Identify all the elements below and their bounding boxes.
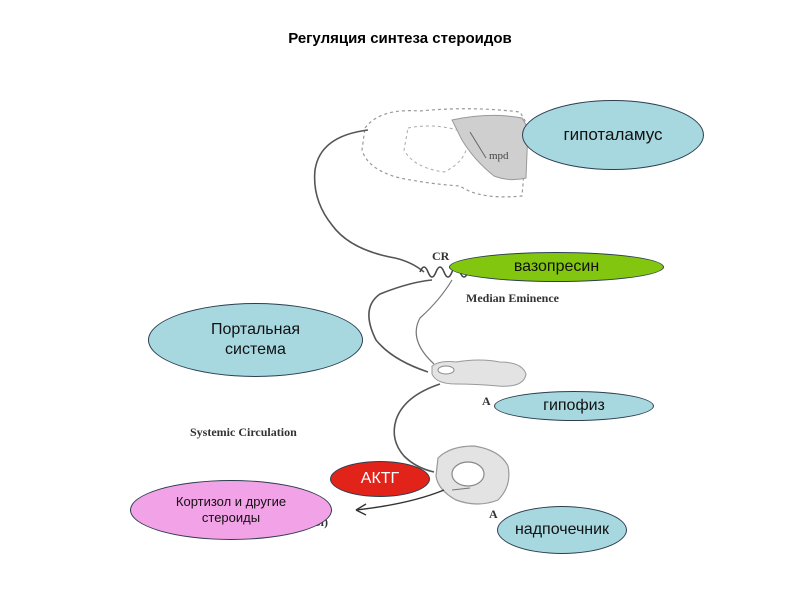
vasopressin-node: вазопресин [449, 252, 664, 282]
hypothalamus-node-label: гипоталамус [563, 125, 663, 145]
hypothalamus-node: гипоталамус [522, 100, 704, 170]
mpd-nucleus-region [451, 114, 529, 181]
hypothalamus-inner-outline [403, 125, 469, 173]
cortisol-node-label: Кортизол и другие стероиды [175, 493, 287, 525]
a-marker-pituitary: A [482, 394, 491, 408]
cortisol-output-arrow-line [355, 489, 445, 511]
pituitary-shape [431, 359, 527, 387]
cortisol-output-arrowhead [355, 503, 367, 516]
actg-node: АКТГ [330, 461, 430, 497]
cr-partial-label: CR [432, 249, 450, 263]
portal-system-node: Портальная система [148, 303, 363, 377]
portal-vessel-return [415, 279, 453, 365]
actg-node-label: АКТГ [360, 470, 400, 487]
hypothalamus-outline [361, 108, 529, 198]
portal-system-node-label: Портальная система [210, 321, 301, 358]
mpd-pointer-line [469, 131, 487, 159]
adrenal-medulla [451, 461, 485, 487]
portal-vessel [368, 279, 433, 373]
a-marker-adrenal: A [489, 507, 498, 521]
vasopressin-node-label: вазопресин [513, 258, 600, 275]
median-eminence-label: Median Eminence [466, 291, 559, 305]
mpd-label: mpd [489, 150, 509, 162]
adrenal-connector [451, 487, 471, 491]
cortisol-node: Кортизол и другие стероиды [130, 480, 332, 540]
page-title: Регуляция синтеза стероидов [288, 30, 512, 47]
neural-tract [313, 129, 425, 273]
pituitary-node-label: гипофиз [543, 397, 605, 414]
pituitary-node: гипофиз [494, 391, 654, 421]
systemic-circulation-label: Systemic Circulation [190, 425, 297, 439]
systemic-vessel [393, 383, 441, 473]
adrenal-node: надпочечник [497, 506, 627, 554]
adrenal-node-label: надпочечник [514, 521, 610, 538]
pituitary-lumen [437, 365, 455, 375]
